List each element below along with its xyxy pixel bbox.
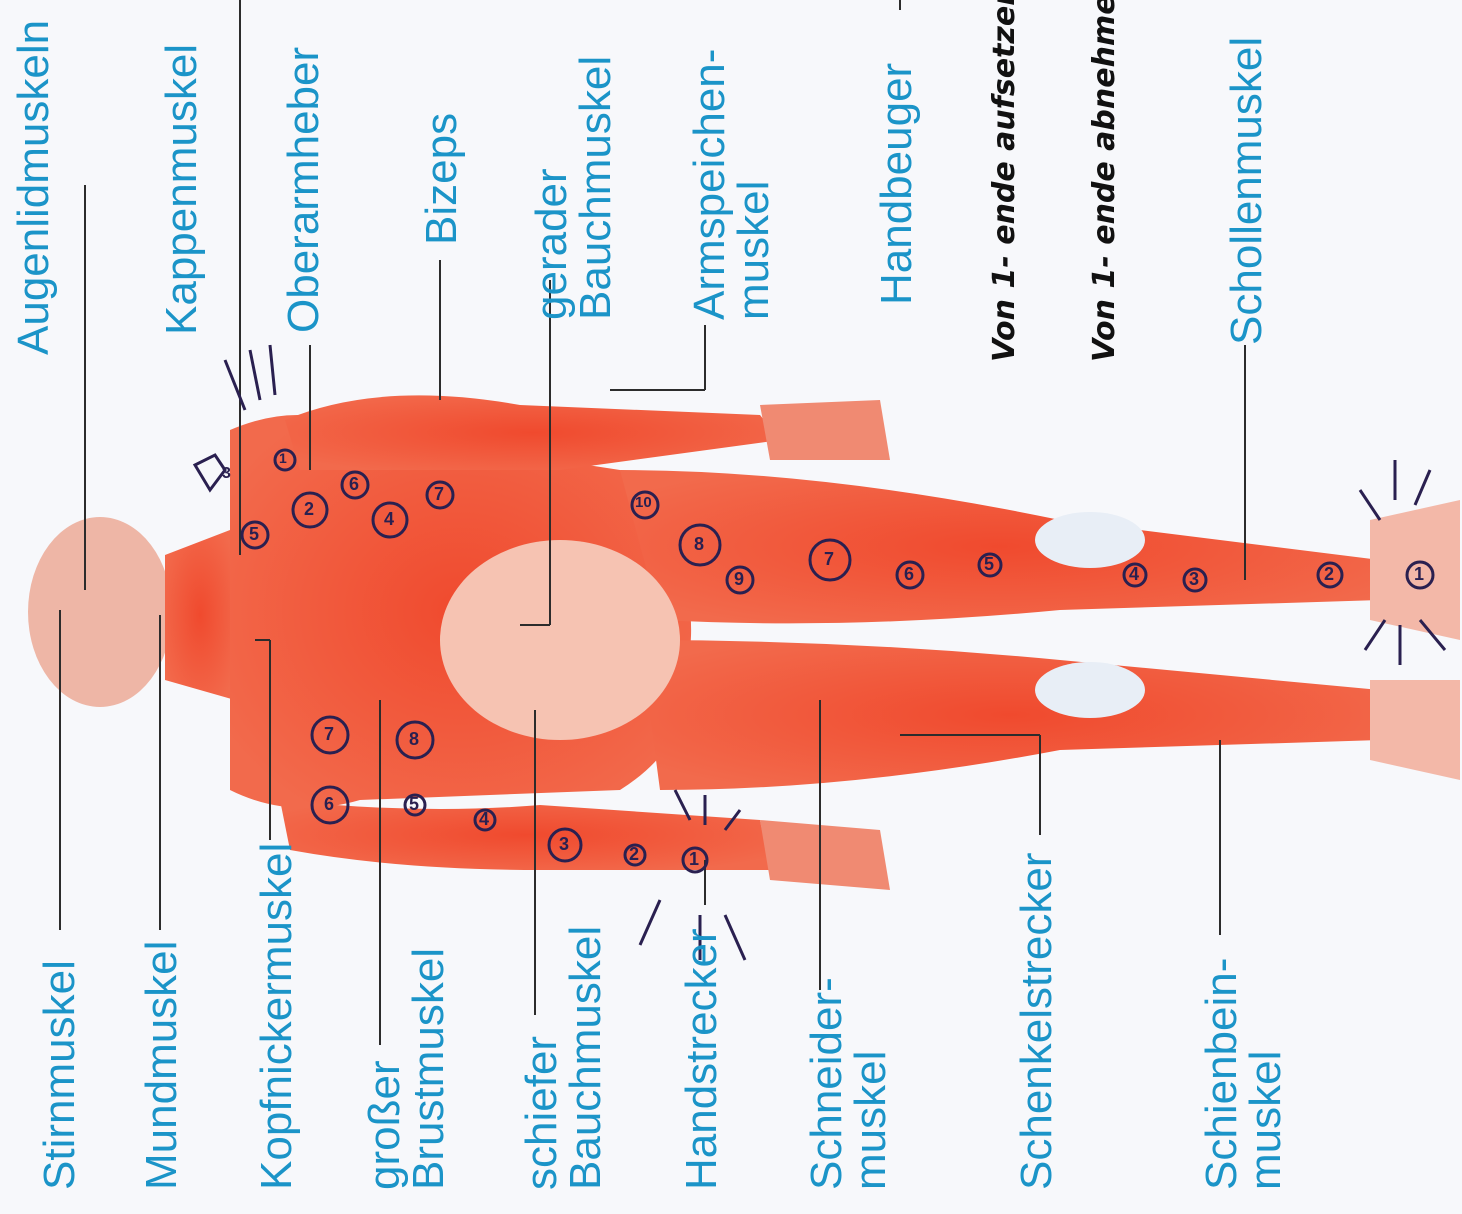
label-line: Schneider- (805, 977, 849, 1190)
label-armspeichenmuskel: Armspeichen- muskel (688, 49, 776, 320)
marker-label: 8 (409, 729, 419, 750)
marker-label: 5 (409, 794, 419, 815)
note-abnehmen: Von 1- ende abnehmen (1090, 0, 1120, 362)
marker-label: 3 (1189, 569, 1199, 590)
marker-label: 6 (904, 564, 914, 585)
label-augenlidmuskeln: Augenlidmuskeln (12, 20, 56, 355)
marker-label: 4 (384, 509, 394, 530)
marker-label: 3 (222, 465, 231, 483)
label-line: gerader (530, 56, 574, 320)
label-stirnmuskel: Stirnmuskel (38, 960, 82, 1190)
label-handbeuger: Handbeuger (875, 63, 919, 305)
label-schienbeinmuskel: Schienbein- muskel (1200, 958, 1288, 1190)
marker-label: 1 (1414, 564, 1424, 585)
marker-label: 3 (559, 834, 569, 855)
label-line: Bauchmuskel (564, 926, 608, 1190)
label-oberarmheber: Oberarmheber (282, 47, 326, 333)
marker-label: 2 (629, 844, 639, 865)
marker-label: 2 (1324, 564, 1334, 585)
marker-label: 9 (734, 569, 744, 590)
label-line: muskel (732, 49, 776, 320)
marker-label: 6 (349, 474, 359, 495)
marker-label: 5 (984, 554, 994, 575)
marker-label: 2 (304, 499, 314, 520)
label-bizeps: Bizeps (420, 113, 464, 245)
label-line: muskel (1244, 958, 1288, 1190)
note-aufsetzen: Von 1- ende aufsetzen (990, 0, 1020, 362)
marker-label: 7 (824, 549, 834, 570)
marker-label: 10 (635, 494, 652, 511)
marker-label: 1 (279, 450, 287, 466)
marker-label: 6 (324, 794, 334, 815)
label-schollenmuskel: Schollenmuskel (1225, 37, 1269, 345)
marker-label: 1 (689, 849, 699, 870)
label-handstrecker: Handstrecker (680, 928, 724, 1190)
marker-label: 4 (1129, 564, 1139, 585)
label-kopfnickermuskel: Kopfnickermuskel (255, 843, 299, 1190)
label-line: schiefer (520, 926, 564, 1190)
label-line: Armspeichen- (688, 49, 732, 320)
label-schneidermuskel: Schneider- muskel (805, 977, 893, 1190)
marker-label: 8 (694, 534, 704, 555)
label-mundmuskel: Mundmuskel (140, 941, 184, 1190)
marker-label: 5 (249, 524, 259, 545)
label-schiefer-bauchmuskel: schiefer Bauchmuskel (520, 926, 608, 1190)
marker-label: 7 (434, 484, 444, 505)
label-kappenmuskel: Kappenmuskel (160, 44, 204, 335)
label-line: muskel (849, 977, 893, 1190)
marker-label: 4 (479, 809, 489, 830)
label-line: Brustmuskel (407, 948, 451, 1190)
label-line: Bauchmuskel (574, 56, 618, 320)
label-line: Schienbein- (1200, 958, 1244, 1190)
marker-label: 7 (324, 724, 334, 745)
label-line: großer (363, 948, 407, 1190)
label-schenkelstrecker: Schenkelstrecker (1015, 853, 1059, 1190)
label-grosser-brustmuskel: großer Brustmuskel (363, 948, 451, 1190)
label-gerader-bauchmuskel: gerader Bauchmuskel (530, 56, 618, 320)
